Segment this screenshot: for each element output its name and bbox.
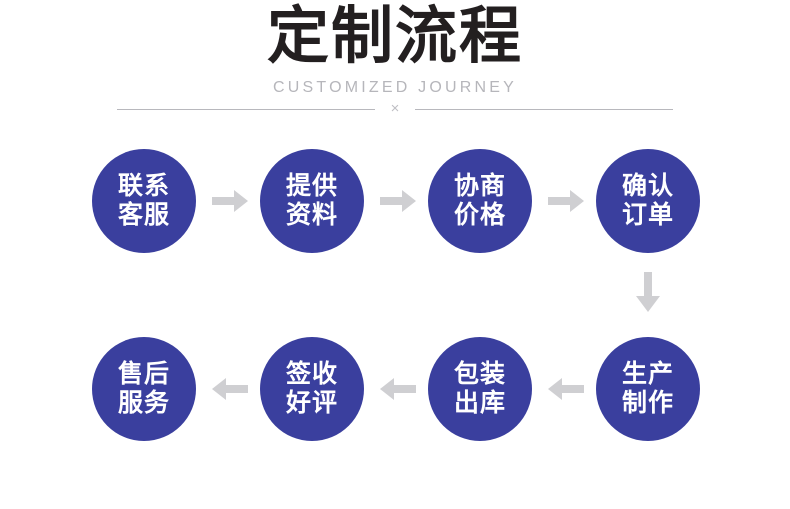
divider-line-right	[415, 109, 673, 110]
flow-step-provide-materials: 提供 资料	[260, 149, 364, 253]
flow-step-label-line2: 服务	[117, 389, 170, 417]
flow-step-label-line2: 制作	[621, 389, 674, 417]
divider-line-left	[117, 109, 375, 110]
flow-step-confirm-order: 确认 订单	[596, 149, 700, 253]
flow-step-contact-service: 联系 客服	[92, 149, 196, 253]
flow-step-after-sales-service: 售后 服务	[92, 337, 196, 441]
page-title: 定制流程	[266, 2, 523, 71]
flow-step-label-line2: 资料	[285, 201, 338, 229]
page-subtitle: CUSTOMIZED JOURNEY	[273, 79, 517, 96]
flow-step-sign-and-review: 签收 好评	[260, 337, 364, 441]
flow-step-label-line1: 包装	[453, 360, 506, 388]
arrow-left-icon	[212, 376, 248, 402]
flow-step-label-line2: 出库	[453, 389, 506, 417]
divider-cross-mark: ×	[390, 100, 400, 117]
flow-step-label-line1: 生产	[621, 360, 674, 388]
arrow-right-icon	[548, 188, 584, 214]
flow-step-label-line1: 售后	[117, 360, 170, 388]
flow-step-label-line2: 客服	[117, 201, 170, 229]
flow-step-label-line1: 联系	[117, 172, 170, 200]
arrow-left-icon	[548, 376, 584, 402]
flow-step-label-line2: 价格	[453, 201, 506, 229]
flow-step-label-line2: 订单	[621, 201, 674, 229]
arrow-right-icon	[380, 188, 416, 214]
flow-step-packing-and-shipping: 包装 出库	[428, 337, 532, 441]
arrow-down-icon	[632, 272, 664, 314]
arrow-left-icon	[380, 376, 416, 402]
flow-step-negotiate-price: 协商 价格	[428, 149, 532, 253]
flow-step-label-line1: 提供	[285, 172, 338, 200]
flow-step-label-line2: 好评	[285, 389, 338, 417]
title-divider: ×	[117, 100, 673, 118]
flow-step-production: 生产 制作	[596, 337, 700, 441]
flow-step-label-line1: 签收	[285, 360, 338, 388]
flow-step-label-line1: 协商	[453, 172, 506, 200]
flow-step-label-line1: 确认	[621, 172, 674, 200]
arrow-right-icon	[212, 188, 248, 214]
